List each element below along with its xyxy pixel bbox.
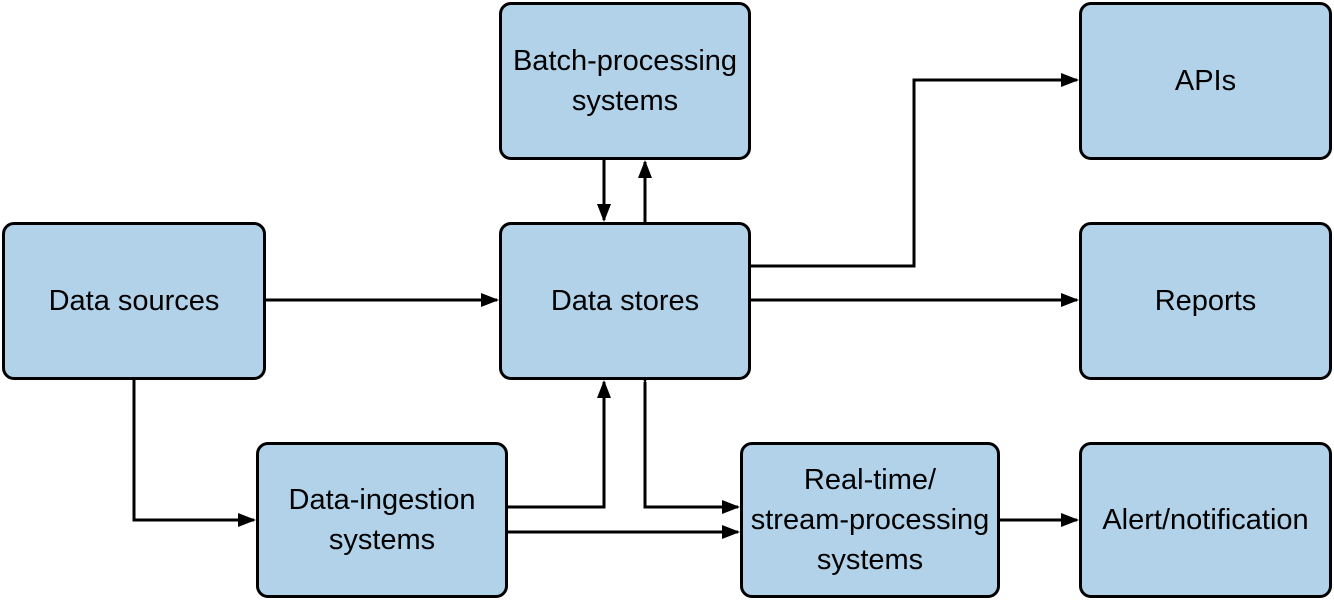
node-batch-processing: Batch-processing systems [499,2,751,160]
node-reports-label: Reports [1154,285,1257,317]
arrow-ingestion-to-stores [508,380,611,509]
node-batch-processing-label: Batch-processing systems [512,45,738,117]
node-data-ingestion-label: Data-ingestion systems [288,484,476,556]
node-apis-label: APIs [1174,65,1237,97]
node-reports: Reports [1079,222,1332,380]
node-alert-notification-label: Alert/notification [1102,504,1309,536]
arrow-stores-to-realtime [638,366,740,514]
arrow-stores-to-apis [751,73,1079,268]
node-data-stores-label: Data stores [550,285,700,317]
node-data-stores: Data stores [499,222,751,380]
node-data-sources-label: Data sources [48,285,220,317]
node-stream-processing-label: Real-time/ stream-processing systems [750,464,990,576]
node-apis: APIs [1079,2,1332,160]
node-data-sources: Data sources [2,222,266,380]
node-stream-processing: Real-time/ stream-processing systems [740,442,1000,598]
node-alert-notification: Alert/notification [1079,442,1332,598]
arrow-sources-to-ingestion [132,380,256,527]
node-data-ingestion: Data-ingestion systems [256,442,508,598]
